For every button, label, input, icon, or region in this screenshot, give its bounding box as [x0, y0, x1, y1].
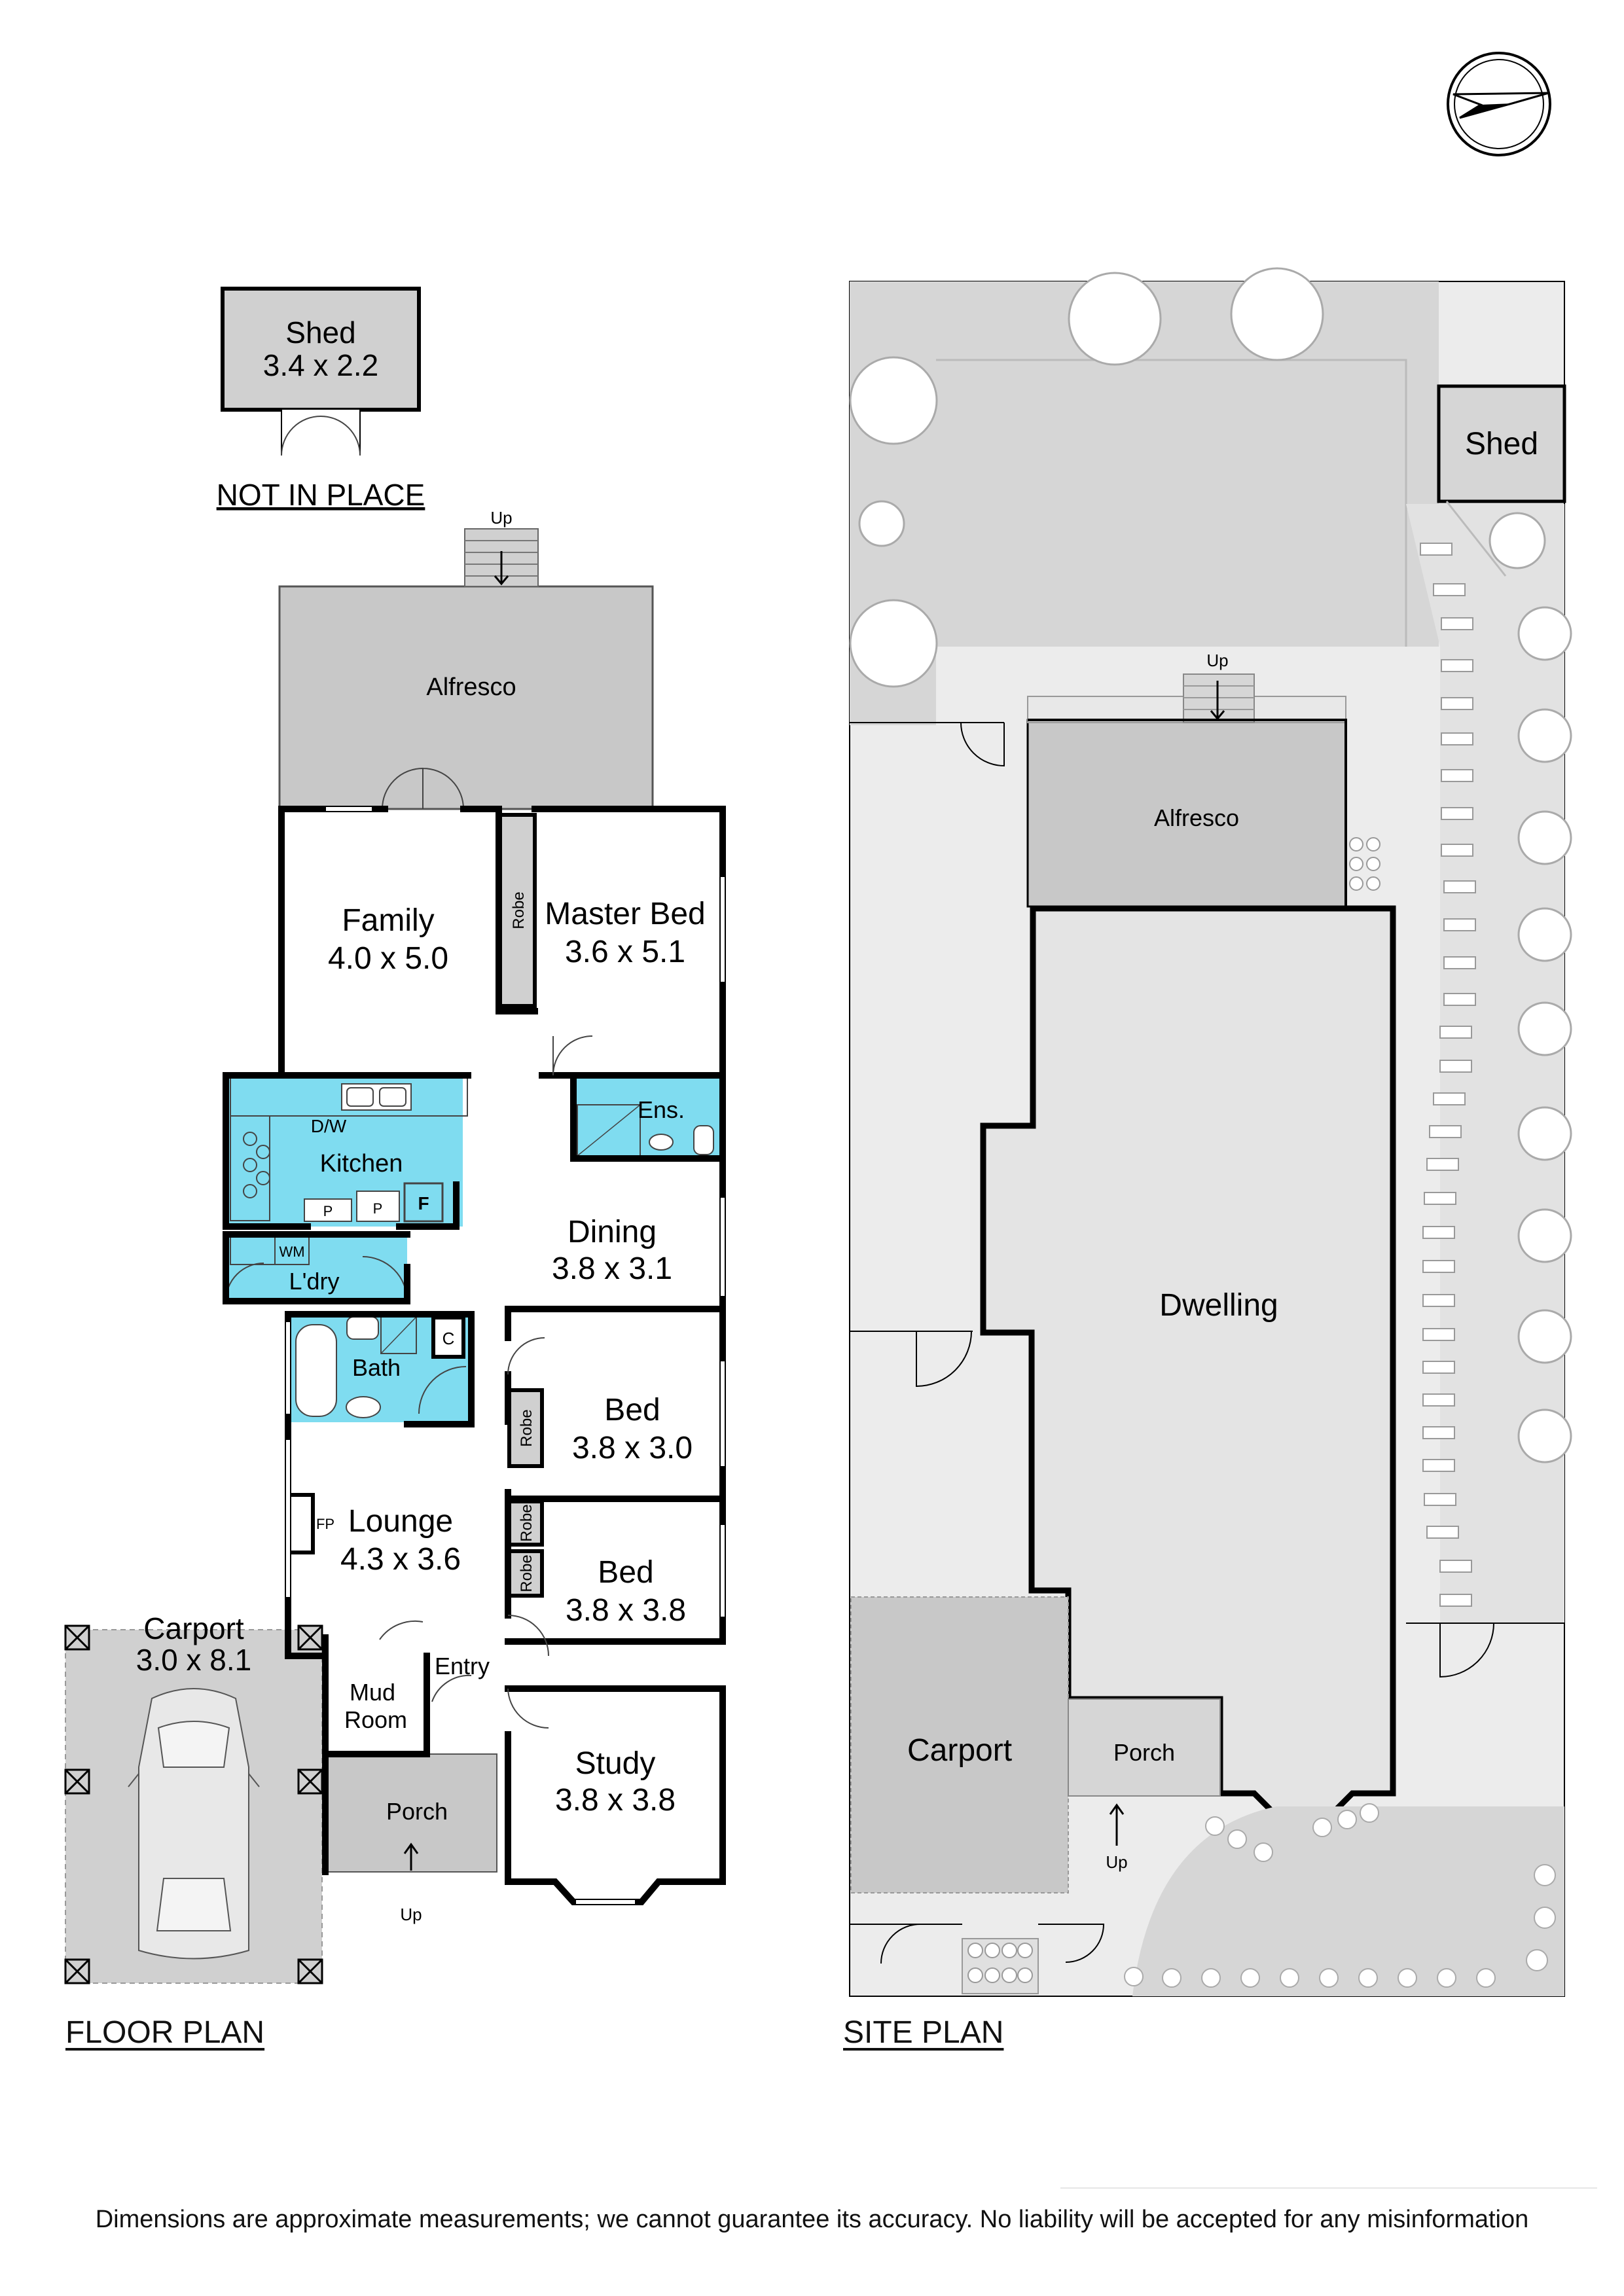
walls — [223, 806, 726, 1905]
site-porch-label: Porch — [1113, 1739, 1175, 1766]
pantry-label-2: P — [373, 1200, 383, 1217]
mud-room-label-line2: Room — [344, 1706, 407, 1733]
laundry-floor — [226, 1234, 407, 1301]
room-label-study: Study — [575, 1746, 656, 1781]
stepping-pavers — [1420, 543, 1476, 1607]
room-label-kitchen: Kitchen — [320, 1150, 403, 1177]
porch-floor: Up Porch — [325, 1753, 497, 1924]
disclaimer: Dimensions are approximate measurements;… — [95, 2206, 1529, 2233]
site-alfresco-outline — [1028, 719, 1347, 906]
room-label-porch: Porch — [386, 1798, 448, 1825]
room-dims-bed-3: 3.8 x 3.8 — [566, 1593, 686, 1628]
footer-rule — [1060, 2187, 1597, 2189]
car-icon — [128, 1688, 260, 1960]
north-arrow-icon — [1447, 52, 1551, 156]
dwelling-label: Dwelling — [1159, 1288, 1278, 1323]
room-label-bed-2: Bed — [604, 1393, 660, 1427]
site-alfresco-label: Alfresco — [1154, 804, 1239, 831]
site-porch: Up Porch — [1068, 1698, 1221, 1872]
site-carport: Carport — [850, 1596, 1069, 1893]
carport-floor: Carport 3.0 x 8.1 — [64, 1611, 323, 1984]
fridge-label: F — [418, 1193, 429, 1213]
cupboard-label: C — [442, 1329, 455, 1348]
room-dims-dining: 3.8 x 3.1 — [552, 1251, 672, 1286]
dishwasher-label: D/W — [311, 1116, 347, 1136]
mud-room-label: Mud — [350, 1679, 395, 1706]
room-label-bed-3: Bed — [598, 1555, 653, 1590]
room-dims-family: 4.0 x 5.0 — [328, 941, 448, 976]
site-porch-up-label: Up — [1106, 1852, 1127, 1872]
floor-plan-title: FLOOR PLAN — [65, 2015, 265, 2050]
site-shed-label: Shed — [1465, 427, 1538, 461]
front-bin-pad — [962, 1938, 1039, 1994]
robe-label-bed2: Robe — [518, 1409, 535, 1446]
room-dims-study: 3.8 x 3.8 — [555, 1783, 676, 1818]
room-label-mud: Mud Room — [344, 1679, 407, 1733]
room-label-entry: Entry — [435, 1653, 490, 1679]
room-dims-master-bed: 3.6 x 5.1 — [565, 935, 685, 969]
room-dims-lounge: 4.3 x 3.6 — [340, 1542, 461, 1577]
room-label-carport: Carport — [143, 1611, 244, 1645]
rear-lawn — [850, 281, 1439, 725]
room-label-master-bed: Master Bed — [545, 897, 705, 931]
tree-icons — [849, 267, 1572, 1463]
robe-label-bed3b: Robe — [518, 1554, 535, 1592]
door-swings — [379, 1035, 593, 1729]
site-gates — [849, 722, 1564, 1996]
carport-dims: 3.0 x 8.1 — [136, 1643, 251, 1677]
robes: Robe Robe Robe Robe — [497, 813, 544, 1598]
shed-dims: 3.4 x 2.2 — [263, 348, 378, 382]
site-shed: Shed — [1437, 384, 1566, 577]
room-label-alfresco: Alfresco — [426, 673, 516, 701]
kitchen-fittings: D/W Kitchen P P F — [230, 1077, 468, 1223]
robe-label-bed3a: Robe — [518, 1504, 535, 1541]
washing-machine-label: WM — [279, 1244, 304, 1260]
room-label-dining: Dining — [568, 1215, 657, 1249]
site-carport-label: Carport — [907, 1733, 1012, 1768]
room-label-laundry: L'dry — [289, 1268, 340, 1295]
site-alfresco: Up Alfresco — [1026, 651, 1380, 908]
room-label-lounge: Lounge — [348, 1504, 453, 1539]
site-alfresco-up-label: Up — [1206, 651, 1228, 670]
room-labels: Family 4.0 x 5.0 Master Bed 3.6 x 5.1 Di… — [328, 897, 706, 1818]
not-in-place-note: NOT IN PLACE — [217, 478, 425, 512]
front-garden — [1132, 1806, 1564, 1996]
room-label-bath: Bath — [352, 1354, 401, 1381]
room-dims-bed-2: 3.8 x 3.0 — [572, 1431, 693, 1465]
front-shrubs — [1124, 1803, 1556, 1988]
alfresco-up-label: Up — [490, 508, 512, 528]
site-plan-title: SITE PLAN — [843, 2015, 1004, 2050]
pantry-label-1: P — [323, 1203, 333, 1219]
room-label-ensuite: Ens. — [638, 1096, 685, 1123]
fireplace-label: FP — [316, 1516, 334, 1532]
room-label-family: Family — [342, 903, 434, 938]
porch-up-label: Up — [400, 1905, 422, 1924]
robe-label-master: Robe — [510, 891, 528, 929]
windows — [286, 807, 725, 1904]
shed-label: Shed — [285, 315, 355, 350]
shed-floor: Shed 3.4 x 2.2 NOT IN PLACE — [217, 287, 425, 512]
